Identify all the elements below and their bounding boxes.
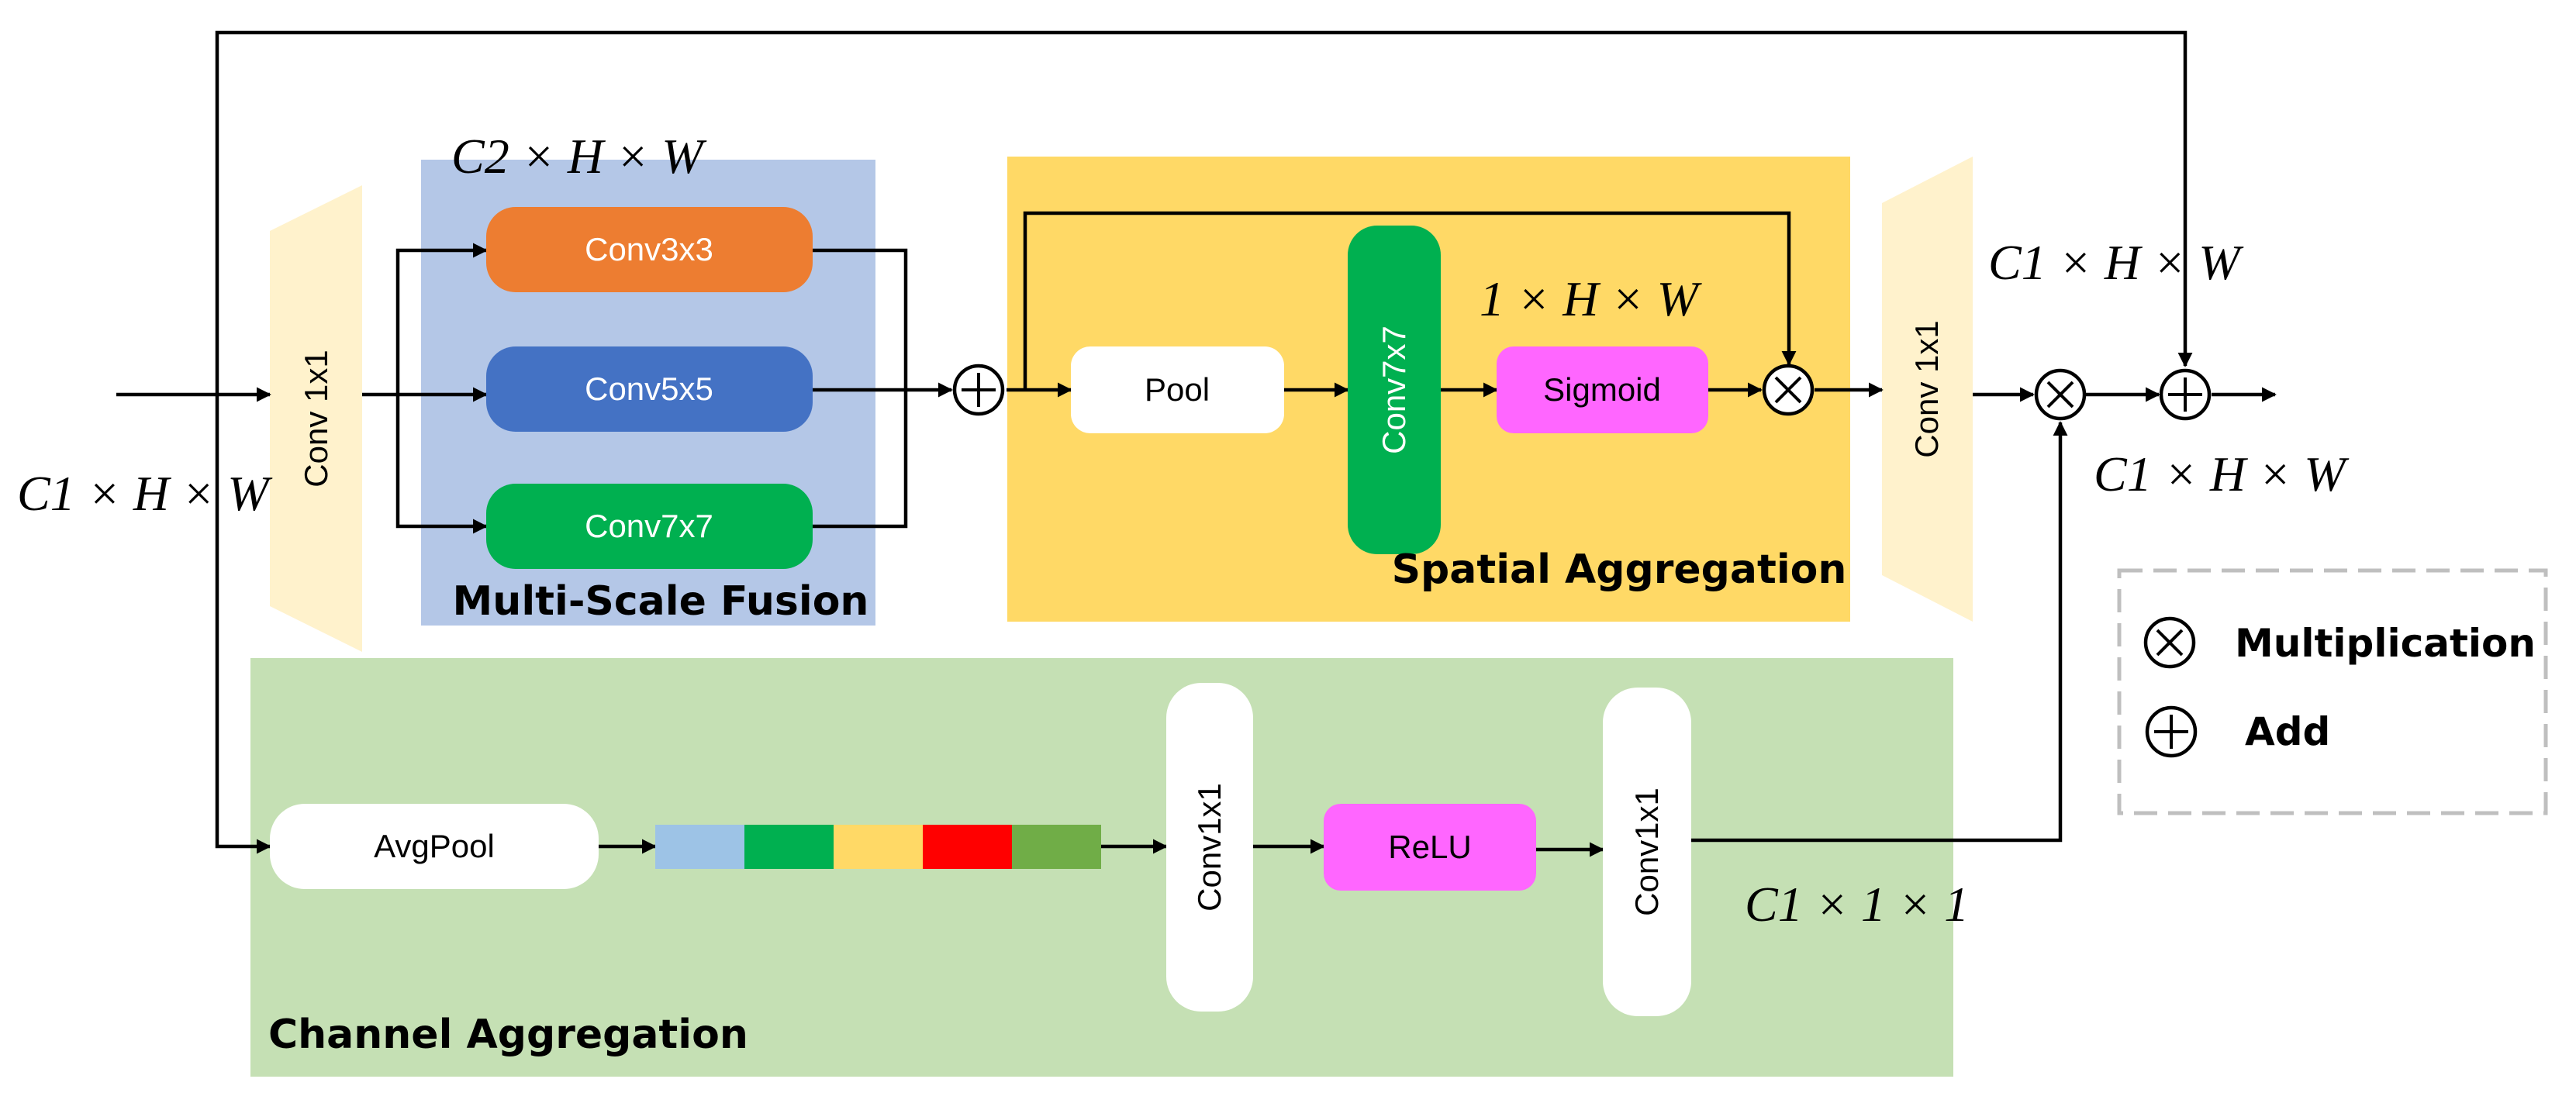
legend-multiply-icon: [2143, 616, 2196, 669]
multi-scale-title: Multi-Scale Fusion: [453, 578, 869, 625]
vector-cell-5: [1012, 825, 1101, 869]
conv7x7-ms-block: [486, 484, 813, 569]
branch-dim-label: C2 × H × W: [451, 129, 707, 184]
add-operator-ms: [952, 364, 1005, 416]
output-dim-label: C1 × H × W: [2094, 446, 2350, 502]
vector-cell-4: [923, 825, 1012, 869]
conv1x1-out-trapezoid: [1882, 157, 1973, 622]
multiply-operator-sa: [1762, 364, 1815, 416]
conv3x3-block: [486, 207, 813, 292]
legend-add-label: Add: [2245, 709, 2330, 754]
add-operator-out: [2159, 368, 2212, 421]
conv1x1-ca-a-label: Conv1x1: [1191, 783, 1228, 912]
vector-cell-1: [655, 825, 744, 869]
conv5x5-block: [486, 346, 813, 432]
wires: [116, 30, 2277, 857]
avgpool-block: [270, 804, 599, 889]
vector-cell-3: [834, 825, 923, 869]
relu-label: ReLU: [1388, 829, 1471, 865]
legend-add-icon: [2145, 705, 2198, 758]
relu-block: [1324, 804, 1536, 891]
conv1x1-in-label: Conv 1x1: [298, 350, 334, 487]
conv1x1-in-trapezoid: [270, 185, 362, 652]
conv7x7-sa-block: [1348, 226, 1441, 554]
conv1x1-ca-a-block: [1166, 683, 1253, 1012]
multiply-operator-ca: [2034, 368, 2087, 421]
input-dim-label: C1 × H × W: [17, 466, 273, 521]
conv5x5-label: Conv5x5: [585, 371, 713, 407]
channel-title: Channel Aggregation: [268, 1012, 748, 1058]
vector-cell-2: [744, 825, 834, 869]
conv1x1-ca-b-label: Conv1x1: [1628, 788, 1665, 916]
pool-label: Pool: [1145, 371, 1210, 408]
conv1x1-ca-b-block: [1603, 688, 1691, 1016]
conv1x1-out-label: Conv 1x1: [1908, 320, 1945, 457]
legend-multiplication-label: Multiplication: [2235, 621, 2536, 666]
sigmoid-block: [1497, 346, 1708, 433]
conv7x7-ms-label: Conv7x7: [585, 508, 713, 544]
pool-block: [1071, 346, 1284, 433]
spatial-title: Spatial Aggregation: [1392, 546, 1847, 593]
channel-dim-label: C1 × 1 × 1: [1745, 877, 1969, 932]
legend-box: [2117, 568, 2548, 815]
conv7x7-sa-label: Conv7x7: [1376, 326, 1412, 454]
sigmoid-label: Sigmoid: [1543, 371, 1661, 408]
conv3x3-label: Conv3x3: [585, 231, 713, 267]
mid-dim-label: C1 × H × W: [1988, 235, 2244, 290]
avgpool-label: AvgPool: [374, 828, 495, 864]
channel-vector: [655, 825, 1101, 869]
spatial-attn-dim-label: 1 × H × W: [1480, 271, 1703, 326]
